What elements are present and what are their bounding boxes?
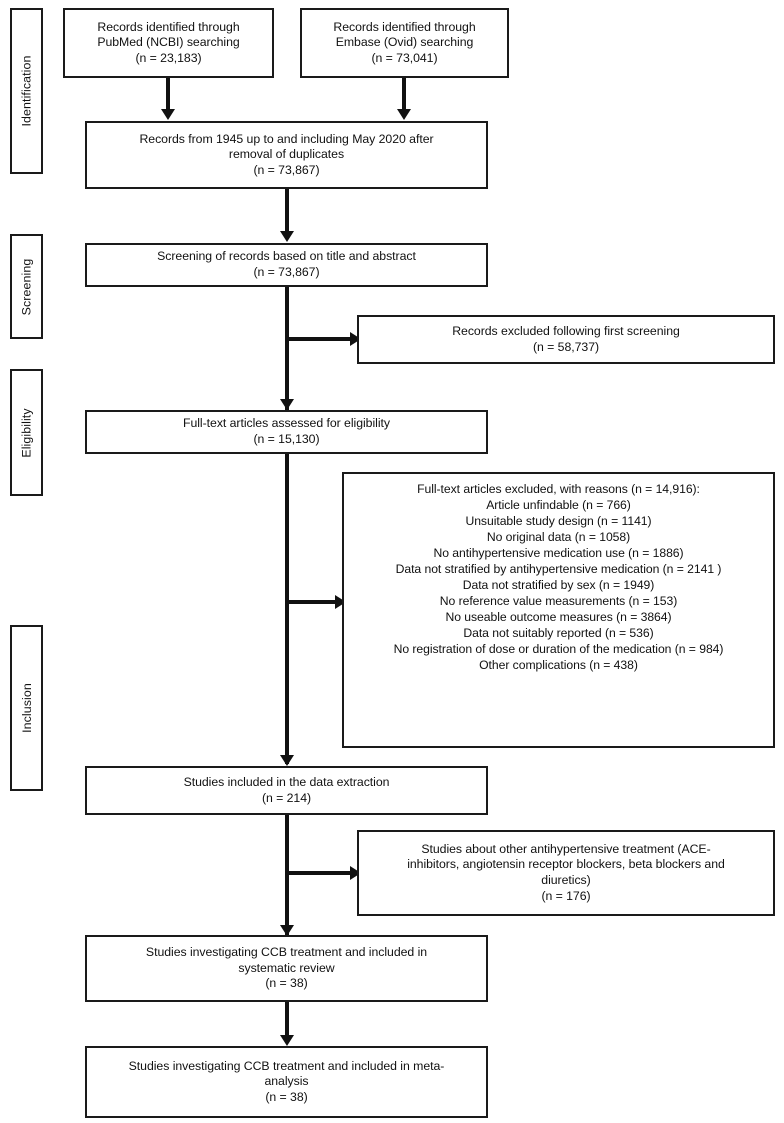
connector-systematic-review-to-meta-analysis [285,1002,289,1038]
arrowhead-embase-to-dedup [397,109,411,120]
stage-label-eligibility: Eligibility [10,369,43,496]
arrowhead-dedup-to-screening [280,231,294,242]
stage-label-eligibility-text: Eligibility [19,407,34,458]
box-records-pubmed: Records identified through PubMed (NCBI)… [63,8,274,78]
box-records-embase: Records identified through Embase (Ovid)… [300,8,509,78]
connector-eligibility-to-reasons [289,600,344,604]
box-studies-other-antihypertensive-treatment: Studies about other antihypertensive tre… [357,830,775,916]
stage-label-inclusion-text: Inclusion [19,683,34,733]
connector-screening-to-excluded [289,337,359,341]
arrowhead-extraction-to-other-treatments [350,866,361,880]
arrowhead-extraction-to-systematic-review [280,925,294,936]
arrowhead-pubmed-to-dedup [161,109,175,120]
connector-dedup-to-screening [285,189,289,234]
box-records-excluded-first-screening: Records excluded following first screeni… [357,315,775,364]
arrowhead-screening-to-eligibility [280,399,294,410]
stage-label-identification: Identification [10,8,43,174]
arrowhead-eligibility-to-reasons [335,595,346,609]
box-fulltext-assessed: Full-text articles assessed for eligibil… [85,410,488,454]
arrowhead-screening-to-excluded [350,332,361,346]
stage-label-inclusion: Inclusion [10,625,43,791]
connector-embase-to-dedup [402,78,406,111]
connector-extraction-spine [285,815,289,935]
stage-label-screening-text: Screening [19,258,34,315]
box-ccb-systematic-review: Studies investigating CCB treatment and … [85,935,488,1002]
box-ccb-meta-analysis: Studies investigating CCB treatment and … [85,1046,488,1118]
arrowhead-eligibility-to-inclusion [280,755,294,766]
box-records-deduplicated: Records from 1945 up to and including Ma… [85,121,488,189]
connector-pubmed-to-dedup [166,78,170,111]
connector-eligibility-spine [285,454,289,764]
box-studies-data-extraction: Studies included in the data extraction … [85,766,488,815]
connector-extraction-to-other-treatments [289,871,359,875]
arrowhead-systematic-review-to-meta-analysis [280,1035,294,1046]
connector-screening-spine [285,287,289,410]
box-screening-records: Screening of records based on title and … [85,243,488,287]
stage-label-identification-text: Identification [19,55,34,127]
stage-label-screening: Screening [10,234,43,339]
box-fulltext-excluded-with-reasons: Full-text articles excluded, with reason… [342,472,775,748]
